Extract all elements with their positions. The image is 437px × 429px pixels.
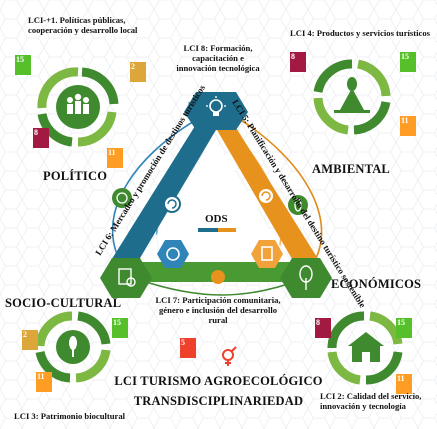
lci7-label: LCI 7: Participación comunitaria, género… xyxy=(140,295,296,326)
globe-icon xyxy=(116,192,128,204)
sdg2-tile-bl xyxy=(22,330,38,350)
triangle-inner xyxy=(140,140,290,262)
dimension-politico: POLÍTICO xyxy=(43,169,108,183)
footer-title: LCI TURISMO AGROECOLÓGICO xyxy=(114,374,323,388)
document-gear-icon xyxy=(118,268,136,287)
lci7-line2: género e inclusión del desarrollo xyxy=(158,304,278,315)
lci7-line1: LCI 7: Participación comunitaria, xyxy=(155,295,281,305)
sdg-number: 11 xyxy=(108,148,116,157)
sync-icon xyxy=(261,191,271,201)
sdg-number: 8 xyxy=(34,128,38,137)
sdg-number: 5 xyxy=(181,338,185,347)
lci8-label: LCI 8: Formación, capacitación e innovac… xyxy=(170,43,266,74)
cycle-bottom-right xyxy=(327,311,403,385)
sdg8-tile-tr xyxy=(290,52,306,72)
tree-icon xyxy=(299,265,313,290)
sdg-number: 11 xyxy=(397,374,405,383)
lci2-line1: LCI 2: Calidad del servicio, xyxy=(320,391,422,401)
ods-label: ODS xyxy=(205,213,228,225)
refresh-node-left xyxy=(163,195,181,213)
sync-node-right xyxy=(257,187,275,205)
document-icon xyxy=(261,246,273,261)
footer-subtitle: TRANSDISCIPLINARIEDAD xyxy=(133,394,304,408)
ods-bar-blue xyxy=(198,228,236,232)
lci3-label: LCI 3: Patrimonio biocultural xyxy=(14,411,126,421)
sdg-number: 15 xyxy=(16,55,24,64)
lci7-line3: rural xyxy=(208,314,228,325)
globe-node xyxy=(112,188,132,208)
dimension-economicos: ECONÓMICOS xyxy=(331,277,422,291)
lci2-line2: innovación y tecnología xyxy=(320,400,406,411)
lci2-label: LCI 2: Calidad del servicio, innovación … xyxy=(320,391,422,412)
sdg15-tile-br xyxy=(396,318,412,338)
sdg-number: 2 xyxy=(23,330,27,339)
lci1-line1: LCI-+1. Políticas públicas, xyxy=(28,15,126,25)
sdg-number: 8 xyxy=(316,318,320,327)
top-node xyxy=(184,92,248,130)
sdg5-gender-icon xyxy=(222,346,237,366)
inner-node-right xyxy=(251,240,283,268)
leaf-icon xyxy=(294,198,302,212)
sdg11-tile-tr xyxy=(400,116,416,136)
ods-bar-orange xyxy=(218,228,236,232)
sdg-number: 15 xyxy=(113,318,121,327)
house-icon xyxy=(348,332,384,362)
sdg15-tile-bl xyxy=(112,318,128,338)
lci8-line2: capacitación e xyxy=(192,52,244,63)
cycle-top-right xyxy=(313,59,391,135)
lci4-label: LCI 4: Productos y servicios turísticos xyxy=(290,28,430,38)
lightbulb-icon xyxy=(206,96,226,116)
sdg11-tile-bl xyxy=(36,372,52,392)
dimension-socio-cultural: SOCIO-CULTURAL xyxy=(5,296,122,310)
settings-icon xyxy=(166,247,180,261)
cycle-bottom-left xyxy=(35,311,111,383)
leaf-node xyxy=(288,195,308,215)
triangle-edge-left xyxy=(110,110,223,275)
sdg-number: 15 xyxy=(397,318,405,327)
center-bottom-dot xyxy=(211,270,225,284)
sdg8-tile-br xyxy=(315,318,331,338)
sdg15-tile-tr xyxy=(400,52,416,72)
sdg-number: 15 xyxy=(401,52,409,61)
plant-icon xyxy=(334,77,370,113)
sdg-number: 2 xyxy=(131,62,135,71)
dimension-ambiental: AMBIENTAL xyxy=(312,162,390,176)
sdg11-tile-br xyxy=(396,374,412,394)
sdg8-tile-tl xyxy=(33,128,49,148)
refresh-icon xyxy=(167,199,177,209)
sdg-number: 11 xyxy=(37,372,45,381)
sdg2-tile-tl xyxy=(130,62,146,82)
lci1-line2: cooperación y desarrollo local xyxy=(28,24,138,35)
sdg5-tile-center xyxy=(180,338,196,358)
lci8-line3: innovación tecnológica xyxy=(176,62,260,73)
sdg-number: 8 xyxy=(291,52,295,61)
sdg15-tile-tl xyxy=(15,55,31,75)
inner-node-left xyxy=(157,240,189,268)
cycle-top-left xyxy=(37,67,119,147)
lci1-label: LCI-+1. Políticas públicas, cooperación … xyxy=(28,15,138,36)
sdg-number: 11 xyxy=(401,116,409,125)
lci8-line1: LCI 8: Formación, xyxy=(183,43,253,53)
bottom-left-node xyxy=(100,258,152,298)
sdg11-tile-tl xyxy=(107,148,123,168)
